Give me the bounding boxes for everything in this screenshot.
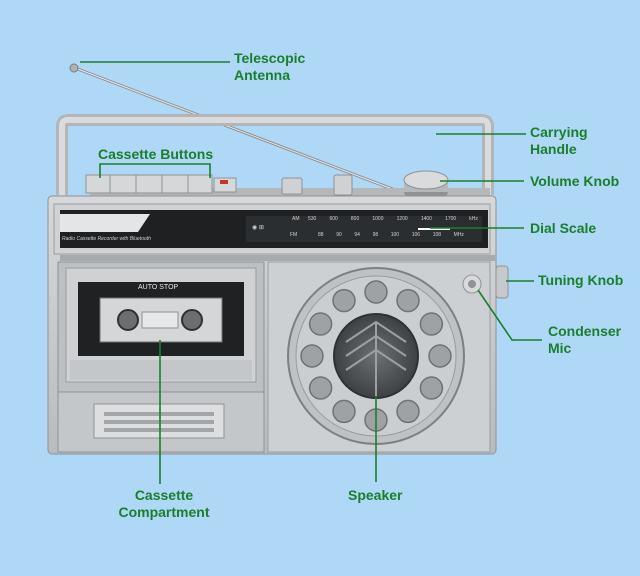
am-scale-tick-1: 600	[329, 216, 338, 222]
label-speaker: Speaker	[348, 487, 403, 503]
speaker-hole	[332, 399, 356, 424]
speaker-hole	[396, 399, 420, 424]
am-scale-tick-4: 1200	[396, 216, 408, 222]
am-scale-tick-5: 1400	[420, 216, 432, 222]
am-scale-tick-0: 530	[308, 216, 317, 222]
speaker-hole	[308, 376, 333, 400]
fm-scale-tick-0: 88	[318, 232, 324, 238]
volume-knob[interactable]	[403, 170, 449, 201]
leader-cassette-buttons	[99, 163, 211, 178]
cassette-compartment	[57, 261, 265, 453]
fm-scale-tick-4: 100	[390, 232, 400, 238]
label-volume-knob: Volume Knob	[530, 173, 620, 189]
am-scale-tick-2: 800	[350, 216, 360, 222]
band-selector: ◉ ⊞	[252, 225, 264, 231]
am-scale: 530 600 800 1000 1200 1400 1700 kHz	[308, 216, 478, 224]
label-telescopic-antenna: Telescopic Antenna	[234, 50, 306, 83]
dial-panel	[53, 203, 496, 261]
am-scale-tick-7: kHz	[469, 216, 478, 222]
speaker-hole	[332, 288, 356, 313]
speaker-hole	[419, 376, 444, 400]
leader-lines	[80, 61, 542, 484]
speaker	[267, 261, 491, 453]
fm-band-label: FM	[290, 232, 298, 238]
label-tuning-knob: Tuning Knob	[538, 272, 624, 288]
fm-scale: 88 90 94 98 100 106 108 MHz	[318, 232, 464, 240]
speaker-hole	[300, 344, 324, 368]
auto-stop-text: AUTO STOP	[138, 284, 179, 291]
fm-scale-tick-7: MHz	[453, 232, 464, 238]
am-scale-tick-6: 1700	[445, 216, 457, 222]
carrying-handle	[56, 114, 494, 195]
fm-scale-tick-5: 106	[411, 232, 421, 238]
fm-scale-tick-2: 94	[354, 232, 360, 238]
label-cassette-compartment: Cassette Compartment	[118, 487, 210, 520]
speaker-hole	[364, 280, 388, 304]
cassette-buttons[interactable]	[85, 174, 237, 194]
brand-line: Radio Cassette Recorder with Bluetooth	[62, 236, 151, 242]
speaker-hole	[396, 288, 420, 313]
am-band-label: AM	[292, 216, 300, 222]
condenser-mic	[462, 274, 482, 294]
fm-scale-tick-3: 98	[372, 232, 379, 238]
label-carrying-handle: Carrying Handle	[530, 124, 588, 157]
label-dial-scale: Dial Scale	[530, 220, 597, 236]
fm-scale-tick-1: 90	[336, 232, 342, 238]
speaker-hole	[308, 312, 333, 336]
speaker-hole	[428, 344, 452, 368]
fm-scale-tick-6: 108	[432, 232, 442, 238]
am-scale-tick-3: 1000	[372, 216, 384, 222]
label-condenser-mic: Condenser Mic	[548, 323, 622, 356]
tuning-knob[interactable]	[495, 265, 509, 299]
leader-mic	[477, 289, 542, 341]
speaker-hole	[419, 312, 444, 336]
telescopic-antenna	[69, 63, 396, 192]
label-cassette-buttons: Cassette Buttons	[98, 146, 214, 162]
